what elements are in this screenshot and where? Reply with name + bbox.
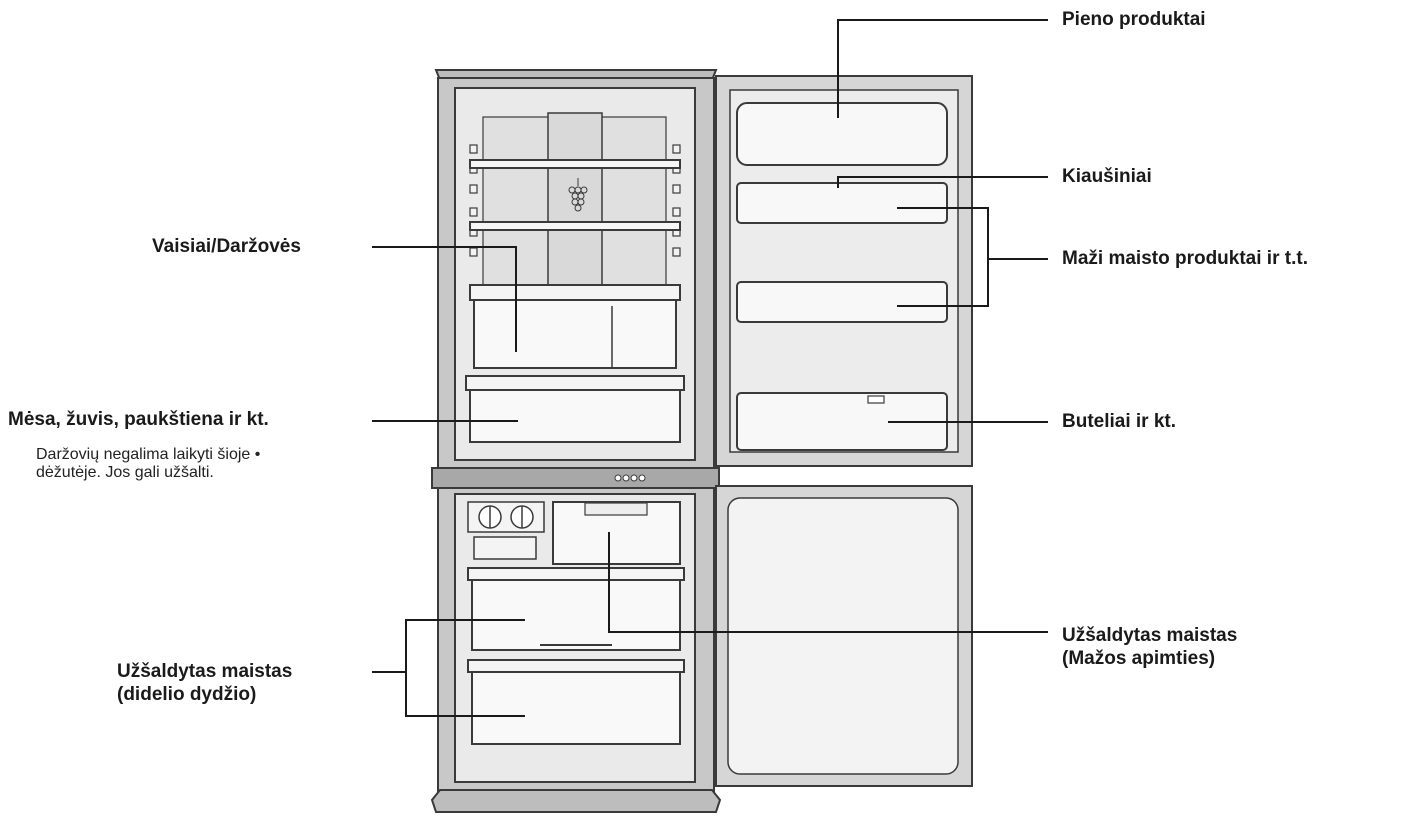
label-dairy: Pieno produktai xyxy=(1062,9,1206,30)
crisper-lid xyxy=(469,284,681,301)
leader-frozen-small xyxy=(608,532,1048,633)
fridge-cabinet xyxy=(430,69,722,813)
freezer-door xyxy=(715,485,973,787)
glass-shelf-lower xyxy=(469,221,681,231)
egg-tray xyxy=(736,182,948,224)
freezer-drawer-lower xyxy=(471,671,681,745)
small-freezer-basket xyxy=(552,501,681,565)
leader-dairy xyxy=(837,19,1048,118)
cabinet-base xyxy=(430,789,722,813)
ice-maker xyxy=(467,501,545,560)
control-strip xyxy=(431,467,720,489)
bottle-pocket-clip xyxy=(867,395,885,404)
leader-small-items-bracket xyxy=(897,207,989,307)
crisper-drawer xyxy=(473,299,677,369)
meat-note-line1: Daržovių negalima laikyti šioje • xyxy=(36,446,261,463)
freezer-drawer-upper-lid xyxy=(467,567,685,581)
label-frozen-large-line1: Užšaldytas maistas xyxy=(117,661,293,682)
label-eggs: Kiaušiniai xyxy=(1062,166,1152,187)
freezer-drawer-lower-lid xyxy=(467,659,685,673)
freezer-drawer-upper xyxy=(471,579,681,651)
leader-frozen-large-bracket xyxy=(405,619,525,717)
meat-drawer-lid xyxy=(465,375,685,391)
control-buttons xyxy=(614,474,646,482)
meat-note-line2: dėžutėje. Jos gali užšalti. xyxy=(36,464,214,481)
freezer-door-liner xyxy=(727,497,959,775)
label-frozen-small-line1: Užšaldytas maistas xyxy=(1062,625,1238,646)
air-duct xyxy=(547,112,603,290)
label-fruit-veg: Vaisiai/Daržovės xyxy=(152,236,301,257)
grape-icon xyxy=(568,178,588,212)
label-small-items: Maži maisto produktai ir t.t. xyxy=(1062,248,1308,269)
leader-fruit-veg xyxy=(372,246,517,352)
fridge-door xyxy=(715,75,973,467)
small-basket-handle xyxy=(584,502,648,516)
label-frozen-small-line2: (Mažos apimties) xyxy=(1062,648,1216,669)
meat-drawer xyxy=(469,389,681,443)
label-meat: Mėsa, žuvis, paukštiena ir kt. xyxy=(8,409,269,430)
label-bottles: Buteliai ir kt. xyxy=(1062,411,1177,432)
label-frozen-large-line2: (didelio dydžio) xyxy=(117,684,257,705)
dairy-compartment xyxy=(736,102,948,166)
leader-eggs xyxy=(837,176,1048,188)
glass-shelf-upper xyxy=(469,159,681,169)
door-pocket-middle xyxy=(736,281,948,323)
leader-lines xyxy=(372,19,1048,717)
